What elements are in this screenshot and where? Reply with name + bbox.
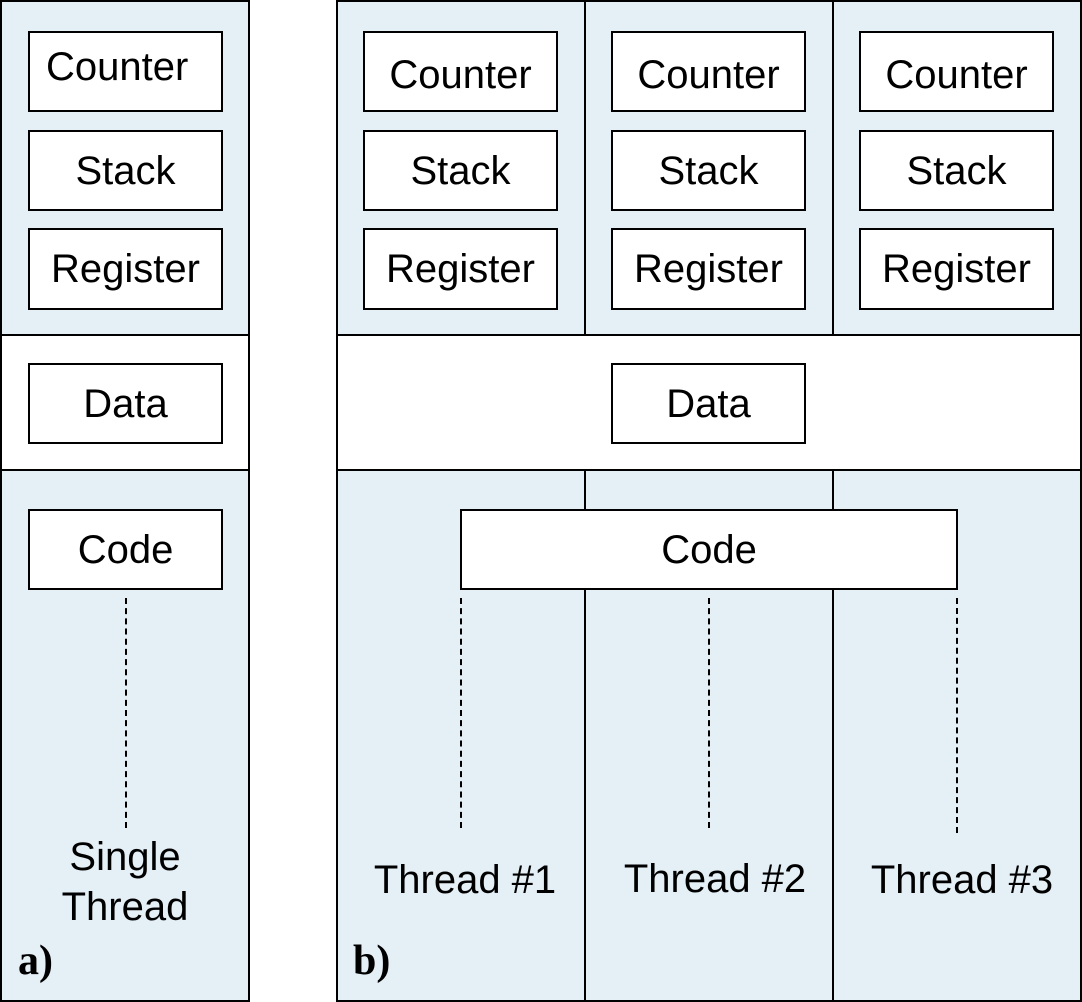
shared-code-box: Code bbox=[460, 509, 958, 590]
column-divider-1 bbox=[584, 469, 586, 1002]
register-box-3: Register bbox=[859, 228, 1054, 310]
thread-dashed-line-1 bbox=[460, 598, 462, 828]
thread-label-1: Thread #1 bbox=[373, 858, 557, 902]
single-thread-label-line1: Single bbox=[69, 835, 181, 879]
panel-b-tag: b) bbox=[353, 938, 391, 984]
counter-box-3: Counter bbox=[859, 31, 1054, 112]
register-box: Register bbox=[28, 228, 223, 310]
counter-box-1: Counter bbox=[363, 31, 558, 112]
column-divider-2 bbox=[832, 469, 834, 1002]
shared-data-box: Data bbox=[611, 363, 806, 444]
register-box-1: Register bbox=[363, 228, 558, 310]
thread-label-3: Thread #3 bbox=[870, 858, 1054, 902]
counter-box-2: Counter bbox=[611, 31, 806, 112]
single-thread-label: Single Thread bbox=[25, 832, 225, 932]
thread-label-2: Thread #2 bbox=[623, 857, 807, 901]
thread-dashed-line-3 bbox=[956, 598, 958, 833]
panel-a-tag: a) bbox=[18, 938, 53, 984]
single-thread-label-line2: Thread bbox=[61, 885, 189, 929]
data-box: Data bbox=[28, 363, 223, 444]
counter-box: Counter bbox=[28, 31, 223, 112]
thread-dashed-line-2 bbox=[708, 598, 710, 828]
code-box: Code bbox=[28, 509, 223, 590]
stack-box-2: Stack bbox=[611, 130, 806, 211]
thread-dashed-line bbox=[125, 598, 127, 828]
stack-box: Stack bbox=[28, 130, 223, 211]
register-box-2: Register bbox=[611, 228, 806, 310]
stack-box-1: Stack bbox=[363, 130, 558, 211]
stack-box-3: Stack bbox=[859, 130, 1054, 211]
